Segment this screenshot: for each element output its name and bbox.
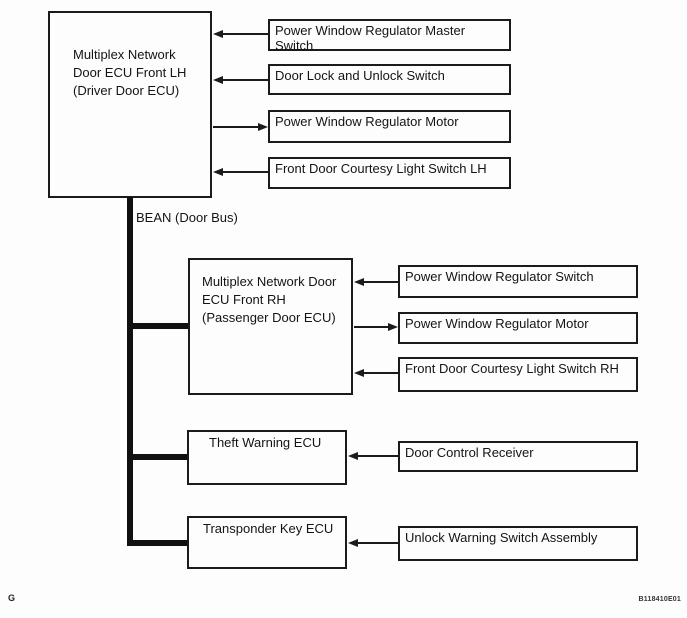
lh-ecu-box: Multiplex Network Door ECU Front LH (Dri… — [48, 11, 212, 198]
unlock-warning-switch-box: Unlock Warning Switch Assembly — [398, 526, 638, 561]
bean-bus-label: BEAN (Door Bus) — [136, 210, 238, 225]
rh-ecu-box: Multiplex Network Door ECU Front RH (Pas… — [188, 258, 353, 395]
bean-branch-to-theft-ecu — [127, 454, 187, 460]
page-mark: G — [8, 593, 16, 603]
bean-branch-to-transponder-ecu — [127, 540, 187, 546]
arrow-left-icon — [213, 168, 223, 176]
arrow-pw-switch-to-rh-ecu — [354, 277, 398, 287]
arrow-left-icon — [348, 539, 358, 547]
master-switch-box: Power Window Regulator Master Switch — [268, 19, 511, 53]
transponder-key-ecu-box: Transponder Key ECU — [187, 516, 347, 569]
arrow-left-icon — [348, 452, 358, 460]
arrow-right-icon — [258, 123, 268, 131]
courtesy-light-rh-box: Front Door Courtesy Light Switch RH — [398, 357, 638, 392]
pw-motor-lh-box: Power Window Regulator Motor — [268, 110, 511, 143]
arrow-right-icon — [388, 323, 398, 331]
arrow-door-lock-to-lh-ecu — [213, 75, 268, 85]
door-lock-switch-box: Door Lock and Unlock Switch — [268, 64, 511, 95]
pw-switch-rh-box: Power Window Regulator Switch — [398, 265, 638, 298]
arrow-left-icon — [213, 76, 223, 84]
theft-warning-ecu-box: Theft Warning ECU — [187, 430, 347, 485]
arrow-unlock-switch-to-transponder-ecu — [348, 538, 398, 548]
arrow-left-icon — [354, 369, 364, 377]
bean-bus-vertical-line — [127, 197, 133, 546]
bean-branch-to-rh-ecu — [127, 323, 188, 329]
arrow-left-icon — [354, 278, 364, 286]
arrow-courtesy-rh-to-rh-ecu — [354, 368, 398, 378]
arrow-left-icon — [213, 30, 223, 38]
arrow-receiver-to-theft-ecu — [348, 451, 398, 461]
arrow-master-switch-to-lh-ecu — [213, 29, 268, 39]
door-control-receiver-box: Door Control Receiver — [398, 441, 638, 472]
arrow-courtesy-lh-to-lh-ecu — [213, 167, 268, 177]
courtesy-light-lh-box: Front Door Courtesy Light Switch LH — [268, 157, 511, 189]
pw-motor-rh-box: Power Window Regulator Motor — [398, 312, 638, 344]
arrow-lh-ecu-to-pw-motor — [213, 122, 268, 132]
arrow-rh-ecu-to-pw-motor — [354, 322, 398, 332]
figure-id: B118410E01 — [638, 596, 681, 603]
